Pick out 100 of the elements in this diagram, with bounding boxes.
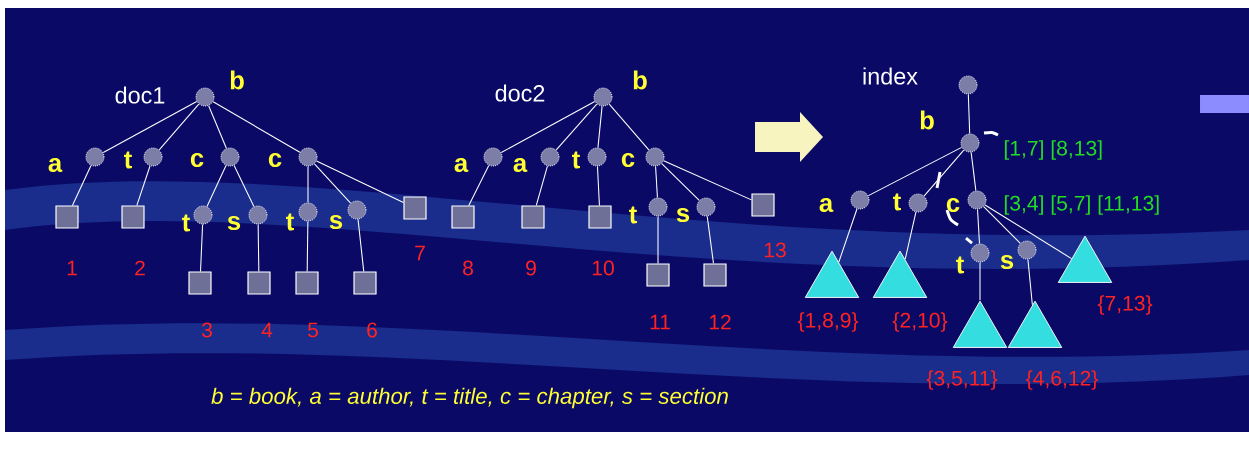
tree-edge: [136, 165, 151, 206]
treenode-circle: [967, 190, 987, 210]
treenode-circle: [958, 75, 978, 95]
treenode-circle: [195, 87, 215, 107]
leaf-square: [703, 263, 727, 287]
tree-edge: [313, 163, 352, 204]
node-label: {2,10}: [892, 312, 948, 332]
tree-edge: [500, 101, 596, 153]
treenode-circle: [850, 190, 870, 210]
tree-edge: [535, 165, 548, 206]
tree-edge: [158, 103, 200, 151]
node-label: b: [920, 110, 934, 130]
node-label: 11: [650, 314, 670, 330]
tree-edge: [706, 215, 714, 264]
node-label: 7: [415, 245, 425, 261]
leaf-square: [188, 271, 212, 295]
leaf-square: [55, 205, 79, 229]
tree-edge: [200, 223, 204, 272]
node-label: 3: [201, 322, 212, 338]
tree-edge: [357, 218, 365, 272]
treenode-circle: [143, 147, 163, 167]
leaf-square: [588, 205, 612, 229]
node-label: {3,5,11}: [926, 370, 998, 390]
tree-edge: [970, 151, 977, 192]
tree-edge: [233, 165, 255, 207]
tree-edge: [977, 208, 980, 245]
treenode-circle: [193, 205, 213, 225]
treenode-circle: [483, 147, 503, 167]
node-label: {1,8,9}: [797, 312, 859, 332]
leaf-square: [353, 271, 377, 295]
tree-edge: [979, 261, 981, 301]
node-label: s: [227, 215, 241, 231]
node-label: t: [629, 206, 637, 224]
leaf-square: [403, 196, 427, 220]
index-triangle: [952, 300, 1008, 348]
node-label: c: [268, 152, 282, 168]
node-label: t: [572, 151, 580, 169]
node-label: doc2: [495, 84, 545, 102]
tree-edge: [838, 208, 858, 263]
treenode-circle: [298, 147, 318, 167]
leaf-square: [121, 205, 145, 229]
treenode-circle: [587, 147, 607, 167]
treenode-circle: [960, 133, 980, 153]
tree-edge: [306, 220, 309, 272]
node-label: 4: [261, 322, 273, 338]
node-label: a: [454, 157, 469, 173]
node-label: b: [633, 70, 647, 90]
node-label: doc1: [115, 86, 165, 104]
node-label: t: [893, 193, 901, 211]
treenode-circle: [645, 147, 665, 167]
tree-edge: [307, 165, 309, 204]
tree-edge: [904, 211, 917, 260]
node-label: a: [819, 197, 834, 213]
tree-edge: [208, 105, 227, 149]
leaf-square: [247, 271, 271, 295]
treenode-circle: [540, 147, 560, 167]
range-label: [3,4] [5,7] [11,13]: [1004, 195, 1159, 215]
range-label: [1,7] [8,13]: [1004, 140, 1102, 160]
treenode-circle: [1017, 240, 1037, 260]
node-label: t: [124, 151, 132, 169]
node-label: s: [1000, 254, 1014, 270]
tree-edge: [663, 160, 752, 201]
node-label: c: [190, 152, 204, 168]
tree-edge: [212, 101, 301, 153]
index-triangle: [872, 250, 928, 298]
node-label: 10: [592, 260, 614, 276]
node-label: 9: [526, 260, 536, 276]
tree-edge: [983, 206, 1021, 244]
treenode-circle: [593, 87, 613, 107]
index-triangle: [1057, 235, 1113, 283]
node-label: 6: [367, 322, 377, 338]
node-label: t: [286, 213, 294, 231]
leaf-square: [295, 271, 319, 295]
treenode-circle: [85, 147, 105, 167]
node-label: s: [329, 214, 343, 230]
node-label: 2: [135, 260, 145, 276]
node-label: a: [48, 157, 63, 173]
treenode-circle: [220, 147, 240, 167]
leaf-square: [646, 263, 670, 287]
legend-text: b = book, a = author, t = title, c = chapter, s = section: [211, 387, 728, 409]
treenode-circle: [648, 197, 668, 217]
leaf-square: [451, 205, 475, 229]
node-label: t: [956, 256, 964, 274]
treenode-circle: [970, 243, 990, 263]
node-label: b: [230, 70, 244, 90]
tree-edge: [661, 163, 700, 201]
node-label: 5: [308, 322, 318, 338]
tree-edge: [657, 215, 659, 264]
tree-edge: [967, 93, 971, 135]
treenode-circle: [696, 197, 716, 217]
treenode-circle: [298, 202, 318, 222]
node-label: 1: [67, 260, 77, 276]
tree-edge: [867, 146, 963, 197]
tree-edge: [1027, 258, 1033, 306]
index-triangle: [804, 250, 860, 298]
treenode-circle: [248, 205, 268, 225]
tree-edge: [257, 223, 260, 272]
tree-edge: [984, 204, 1073, 260]
node-label: 8: [463, 260, 473, 276]
tree-edge: [655, 165, 658, 199]
